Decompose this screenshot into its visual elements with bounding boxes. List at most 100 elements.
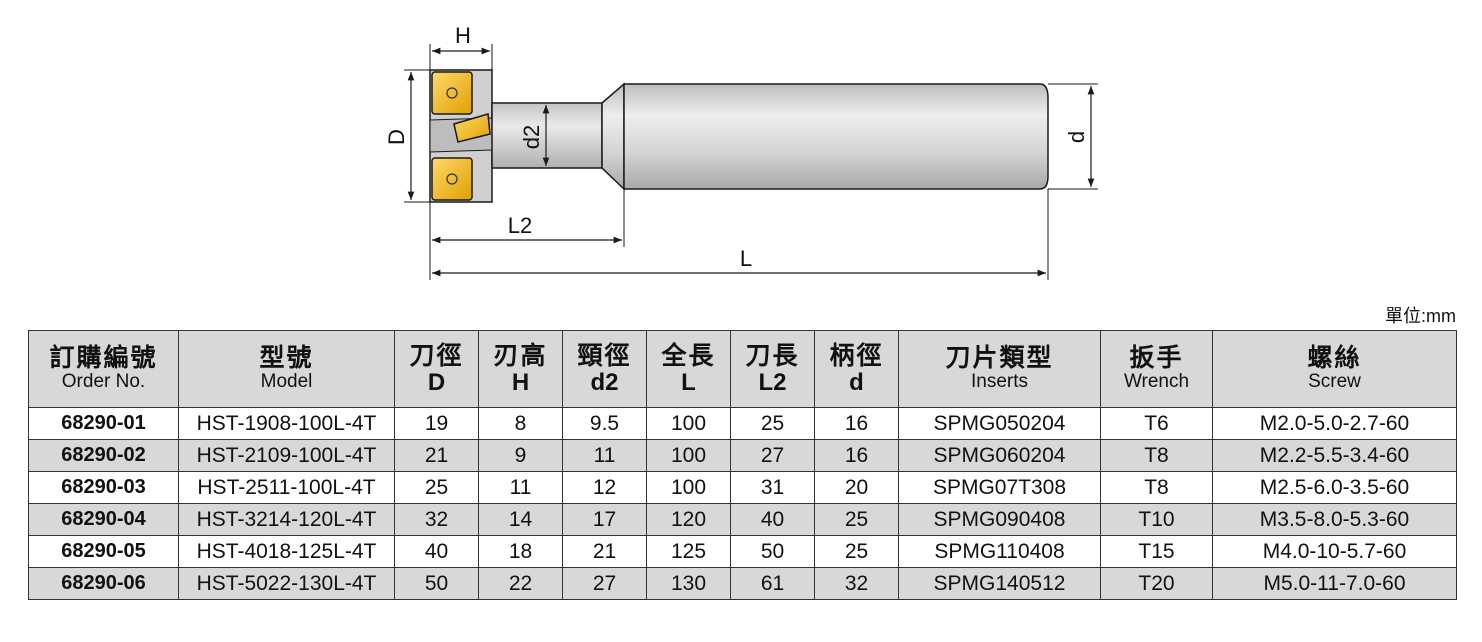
unit-label: 單位:mm (1385, 306, 1456, 326)
cell-model: HST-2511-100L-4T (178, 471, 395, 504)
cell-D: 21 (394, 439, 479, 472)
cell-L: 100 (646, 407, 731, 440)
cell-d: 32 (814, 567, 899, 600)
cell-wrench: T10 (1100, 503, 1213, 536)
cell-d: 20 (814, 471, 899, 504)
cell-screw: M4.0-10-5.7-60 (1212, 535, 1457, 568)
cell-L2: 31 (730, 471, 815, 504)
neck (491, 102, 603, 169)
shank (623, 83, 1049, 190)
insert-middle (453, 113, 491, 143)
cell-screw: M2.0-5.0-2.7-60 (1212, 407, 1457, 440)
cell-d2: 21 (562, 535, 647, 568)
taper (601, 82, 625, 191)
cell-model: HST-3214-120L-4T (178, 503, 395, 536)
cell-H: 22 (478, 567, 563, 600)
cell-model: HST-4018-125L-4T (178, 535, 395, 568)
cell-inserts: SPMG140512 (898, 567, 1101, 600)
cell-D: 19 (394, 407, 479, 440)
cell-H: 14 (478, 503, 563, 536)
cell-order-no: 68290-02 (28, 439, 179, 472)
cell-H: 18 (478, 535, 563, 568)
cell-D: 50 (394, 567, 479, 600)
cell-L2: 25 (730, 407, 815, 440)
cell-order-no: 68290-01 (28, 407, 179, 440)
tool-drawing: H D d2 d L2 L (384, 23, 1098, 280)
cell-model: HST-5022-130L-4T (178, 567, 395, 600)
cell-H: 9 (478, 439, 563, 472)
cell-d2: 9.5 (562, 407, 647, 440)
cell-d: 25 (814, 535, 899, 568)
cell-H: 8 (478, 407, 563, 440)
cell-H: 11 (478, 471, 563, 504)
cell-d: 16 (814, 407, 899, 440)
cell-screw: M2.5-6.0-3.5-60 (1212, 471, 1457, 504)
label-L2: L2 (508, 213, 532, 238)
label-H: H (455, 23, 471, 48)
cell-L2: 50 (730, 535, 815, 568)
cell-L: 130 (646, 567, 731, 600)
cell-d2: 27 (562, 567, 647, 600)
cell-d2: 11 (562, 439, 647, 472)
label-d2: d2 (519, 125, 544, 149)
cell-order-no: 68290-06 (28, 567, 179, 600)
cell-inserts: SPMG090408 (898, 503, 1101, 536)
insert-bottom (431, 157, 473, 201)
cell-L2: 40 (730, 503, 815, 536)
cell-d2: 17 (562, 503, 647, 536)
cell-D: 32 (394, 503, 479, 536)
cell-screw: M3.5-8.0-5.3-60 (1212, 503, 1457, 536)
cell-order-no: 68290-05 (28, 535, 179, 568)
label-L: L (740, 246, 752, 271)
cell-wrench: T8 (1100, 439, 1213, 472)
cell-d: 16 (814, 439, 899, 472)
cell-D: 40 (394, 535, 479, 568)
cell-inserts: SPMG110408 (898, 535, 1101, 568)
cell-wrench: T6 (1100, 407, 1213, 440)
cell-L: 100 (646, 439, 731, 472)
cell-model: HST-2109-100L-4T (178, 439, 395, 472)
label-D: D (384, 129, 409, 145)
cell-inserts: SPMG060204 (898, 439, 1101, 472)
cell-wrench: T20 (1100, 567, 1213, 600)
cell-wrench: T8 (1100, 471, 1213, 504)
cell-model: HST-1908-100L-4T (178, 407, 395, 440)
cell-L: 100 (646, 471, 731, 504)
cell-L: 125 (646, 535, 731, 568)
cell-L2: 61 (730, 567, 815, 600)
cell-wrench: T15 (1100, 535, 1213, 568)
cell-order-no: 68290-04 (28, 503, 179, 536)
cell-d2: 12 (562, 471, 647, 504)
cell-screw: M5.0-11-7.0-60 (1212, 567, 1457, 600)
cell-order-no: 68290-03 (28, 471, 179, 504)
cell-inserts: SPMG050204 (898, 407, 1101, 440)
insert-top (431, 71, 473, 115)
cell-L: 120 (646, 503, 731, 536)
cell-d: 25 (814, 503, 899, 536)
insert-screw-icon (446, 173, 458, 185)
cell-L2: 27 (730, 439, 815, 472)
cell-screw: M2.2-5.5-3.4-60 (1212, 439, 1457, 472)
cell-D: 25 (394, 471, 479, 504)
cell-inserts: SPMG07T308 (898, 471, 1101, 504)
label-d: d (1064, 131, 1089, 143)
